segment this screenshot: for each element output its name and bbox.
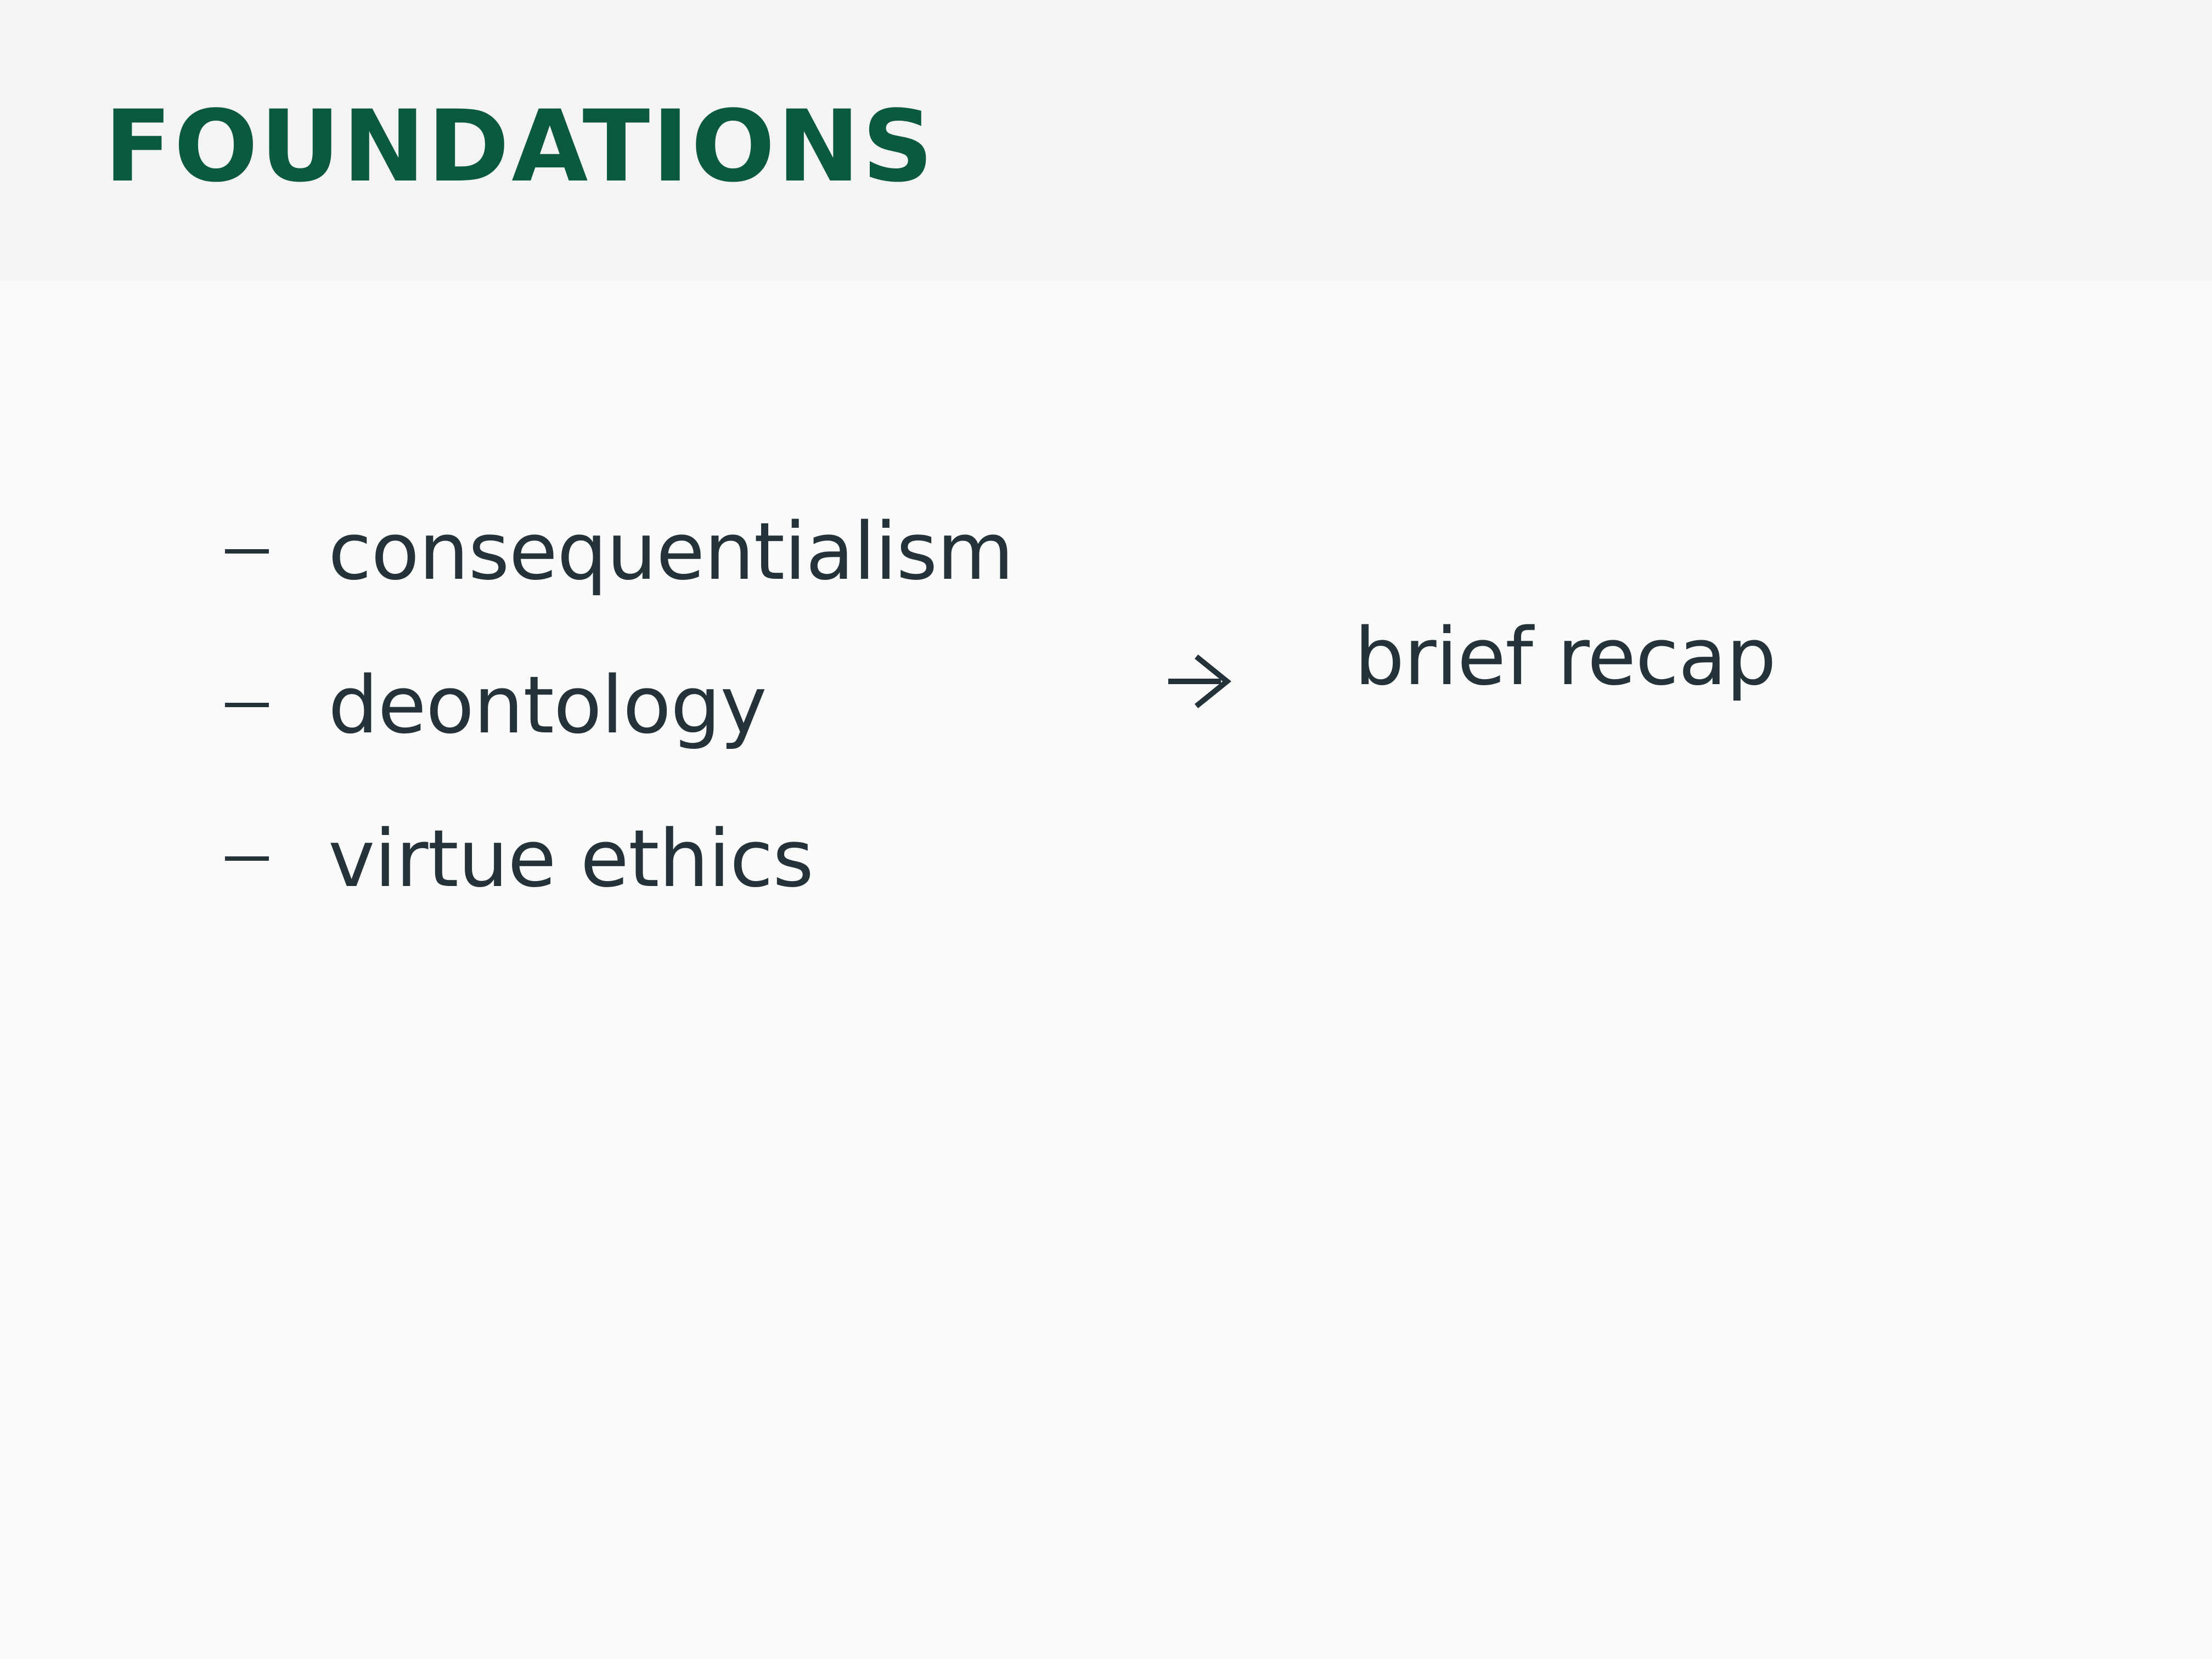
slide-header: FOUNDATIONS [0, 0, 2212, 281]
topic-label: deontology [328, 659, 767, 751]
dash-bullet-icon [225, 703, 269, 707]
arrow-right-icon [1168, 654, 1231, 709]
topic-list: consequentialism deontology virtue ethic… [225, 475, 1014, 935]
topic-item: consequentialism [225, 475, 1014, 628]
recap-label: brief recap [1354, 611, 1776, 703]
dash-bullet-icon [225, 549, 269, 554]
topic-label: consequentialism [328, 505, 1014, 597]
topic-item: virtue ethics [225, 782, 1014, 935]
topic-item: deontology [225, 628, 1014, 782]
topic-label: virtue ethics [328, 812, 814, 905]
slide-title: FOUNDATIONS [104, 89, 936, 204]
dash-bullet-icon [225, 856, 269, 861]
